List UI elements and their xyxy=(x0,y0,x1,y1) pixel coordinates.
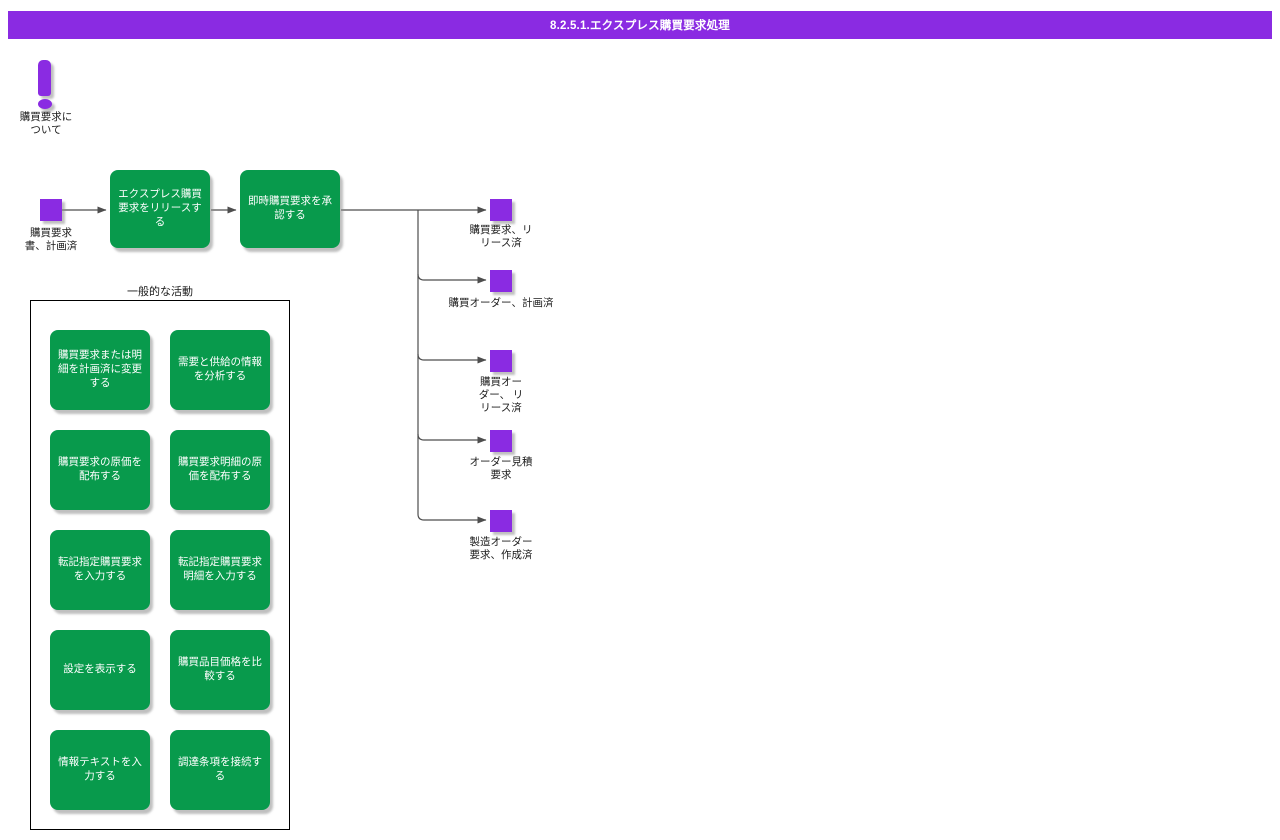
task-release-express-purchase-requisition[interactable]: エクスプレス購買 要求をリリースす る xyxy=(110,170,210,248)
task-display-settings[interactable]: 設定を表示する xyxy=(50,630,150,710)
task-enter-assigned-pr-item[interactable]: 転記指定購買要求 明細を入力する xyxy=(170,530,270,610)
task-distribute-pr-costs[interactable]: 購買要求の原価を 配布する xyxy=(50,430,150,510)
task-compare-purchase-item-prices[interactable]: 購買品目価格を比 較する xyxy=(170,630,270,710)
output-event-square xyxy=(490,270,512,292)
task-change-pr-to-planned[interactable]: 購買要求または明 細を計画済に変更 する xyxy=(50,330,150,410)
output-event-square xyxy=(490,430,512,452)
task-connect-procurement-terms[interactable]: 調達条項を接続す る xyxy=(170,730,270,810)
start-event-label: 購買要求 書、計画済 xyxy=(24,228,78,252)
page-title: 8.2.5.1.エクスプレス購買要求処理 xyxy=(549,20,731,32)
task-distribute-pr-item-costs[interactable]: 購買要求明細の原 価を配布する xyxy=(170,430,270,510)
output-event-square xyxy=(490,350,512,372)
general-activities-frame xyxy=(30,300,290,830)
note-label: 購買要求に ついて xyxy=(19,112,73,136)
exclamation-icon-dot xyxy=(38,99,52,109)
task-analyze-supply-demand-info[interactable]: 需要と供給の情報 を分析する xyxy=(170,330,270,410)
process-title-bar: 8.2.5.1.エクスプレス購買要求処理 xyxy=(8,11,1272,39)
output-event-label: 購買オーダー、計画済 xyxy=(448,298,554,309)
output-event-label: 購買要求、リ リース済 xyxy=(469,225,533,249)
output-event-square xyxy=(490,510,512,532)
task-enter-info-text[interactable]: 情報テキストを入 力する xyxy=(50,730,150,810)
start-event-square xyxy=(40,199,62,221)
task-enter-assigned-pr[interactable]: 転記指定購買要求 を入力する xyxy=(50,530,150,610)
output-event-square xyxy=(490,199,512,221)
output-event-label: オーダー見積 要求 xyxy=(469,457,533,481)
task-approve-immediate-purchase-requisition[interactable]: 即時購買要求を承 認する xyxy=(240,170,340,248)
output-event-label: 製造オーダー 要求、作成済 xyxy=(469,537,533,561)
output-event-label: 購買オー ダー、 リ リース済 xyxy=(478,377,524,414)
exclamation-icon xyxy=(38,60,51,96)
general-activities-title: 一般的な活動 xyxy=(127,286,193,298)
